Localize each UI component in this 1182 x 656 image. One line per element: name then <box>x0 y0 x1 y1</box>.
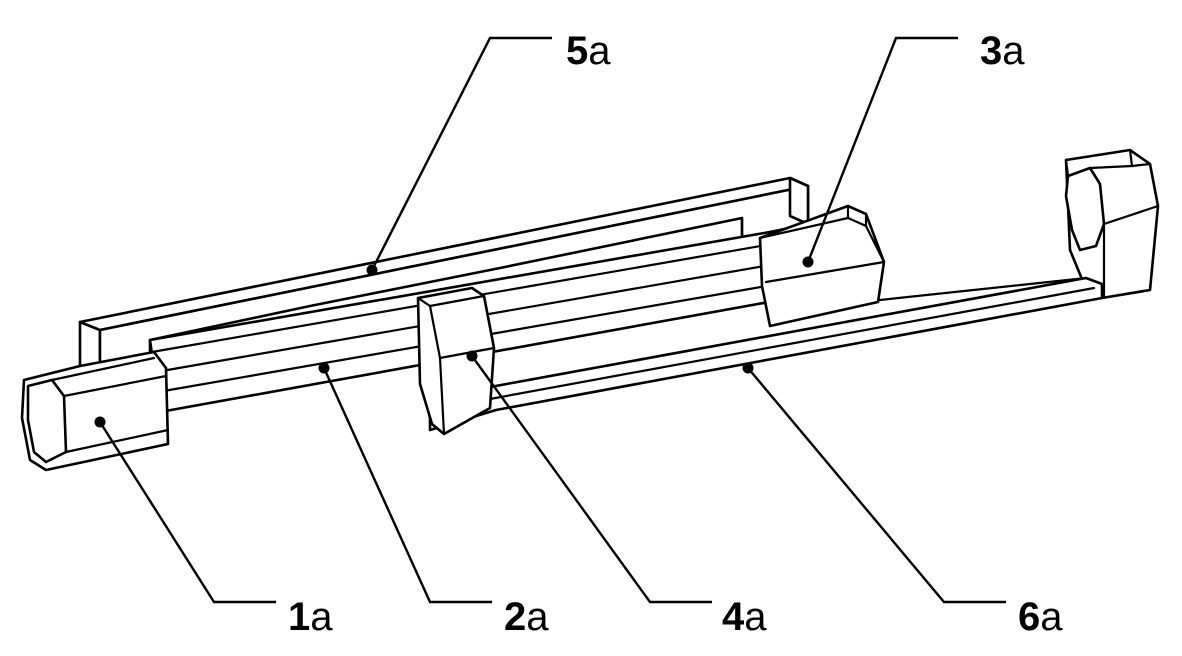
callout-3a: 3a <box>980 29 1025 73</box>
part-4a-collar <box>416 286 496 436</box>
leader-lines <box>94 36 1006 604</box>
callout-1a: 1a <box>288 595 333 639</box>
callout-6a: 6a <box>1018 595 1063 639</box>
part-3a-sleeve <box>758 204 886 328</box>
callout-4a: 4a <box>722 595 767 639</box>
part-5a-bracket <box>78 176 810 380</box>
callout-2a: 2a <box>504 595 549 639</box>
callout-5a: 5a <box>566 29 611 73</box>
part-6a-rail <box>428 148 1160 432</box>
part-1a-tube <box>20 350 170 472</box>
